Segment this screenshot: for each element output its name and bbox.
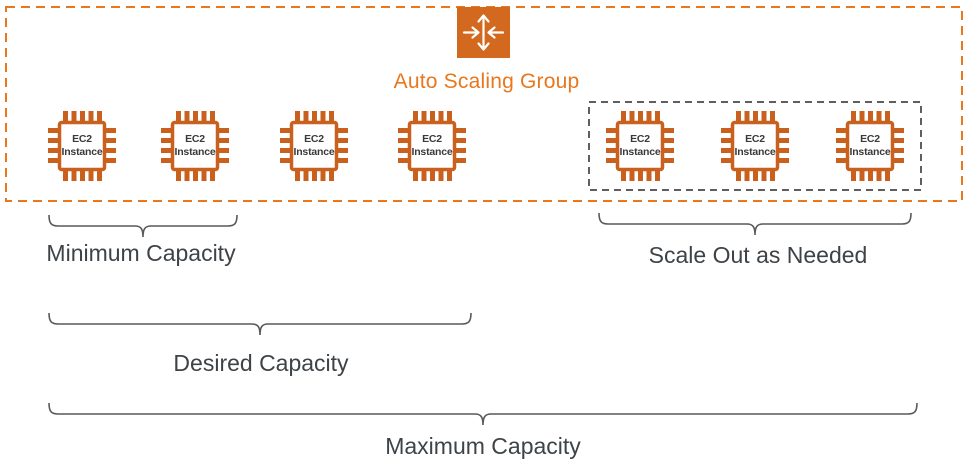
- ec2-instance-label: EC2 Instance: [409, 122, 455, 170]
- ec2-chip-icon: [836, 111, 904, 181]
- ec2-instance-label: EC2 Instance: [291, 122, 337, 170]
- ec2-instance-label: EC2 Instance: [847, 122, 893, 170]
- ec2-line2: Instance: [293, 146, 335, 158]
- ec2-instance-5: EC2 Instance: [606, 108, 674, 184]
- scale-out-label: Scale Out as Needed: [648, 242, 868, 268]
- scale-out-group-box: [588, 101, 922, 191]
- ec2-instance-label: EC2 Instance: [732, 122, 778, 170]
- ec2-line1: EC2: [630, 133, 650, 145]
- ec2-instance-7: EC2 Instance: [836, 108, 904, 184]
- asg-title: Auto Scaling Group: [393, 70, 580, 93]
- ec2-line1: EC2: [304, 133, 324, 145]
- maximum-capacity-label: Maximum Capacity: [385, 433, 581, 459]
- ec2-line2: Instance: [411, 146, 453, 158]
- ec2-line2: Instance: [174, 146, 216, 158]
- minimum-capacity-brace: [48, 214, 238, 238]
- ec2-line1: EC2: [860, 133, 880, 145]
- ec2-line1: EC2: [745, 133, 765, 145]
- ec2-chip-icon: [606, 111, 674, 181]
- ec2-line2: Instance: [849, 146, 891, 158]
- ec2-instance-label: EC2 Instance: [617, 122, 663, 170]
- ec2-instance-2: EC2 Instance: [161, 108, 229, 184]
- minimum-capacity-label: Minimum Capacity: [46, 240, 236, 266]
- ec2-chip-icon: [48, 111, 116, 181]
- ec2-instance-label: EC2 Instance: [172, 122, 218, 170]
- ec2-chip-icon: [721, 111, 789, 181]
- desired-capacity-label: Desired Capacity: [173, 350, 349, 376]
- ec2-line1: EC2: [185, 133, 205, 145]
- auto-scaling-icon: [457, 7, 510, 58]
- ec2-chip-icon: [280, 111, 348, 181]
- ec2-line2: Instance: [734, 146, 776, 158]
- ec2-instance-label: EC2 Instance: [59, 122, 105, 170]
- asg-boundary-box: [5, 6, 963, 202]
- ec2-line1: EC2: [72, 133, 92, 145]
- ec2-line1: EC2: [422, 133, 442, 145]
- ec2-instance-6: EC2 Instance: [721, 108, 789, 184]
- maximum-capacity-brace: [48, 402, 918, 426]
- ec2-line2: Instance: [61, 146, 103, 158]
- ec2-chip-icon: [398, 111, 466, 181]
- ec2-instance-1: EC2 Instance: [48, 108, 116, 184]
- ec2-chip-icon: [161, 111, 229, 181]
- ec2-line2: Instance: [619, 146, 661, 158]
- ec2-instance-3: EC2 Instance: [280, 108, 348, 184]
- scale-out-brace: [598, 212, 912, 236]
- ec2-instance-4: EC2 Instance: [398, 108, 466, 184]
- desired-capacity-brace: [48, 312, 472, 336]
